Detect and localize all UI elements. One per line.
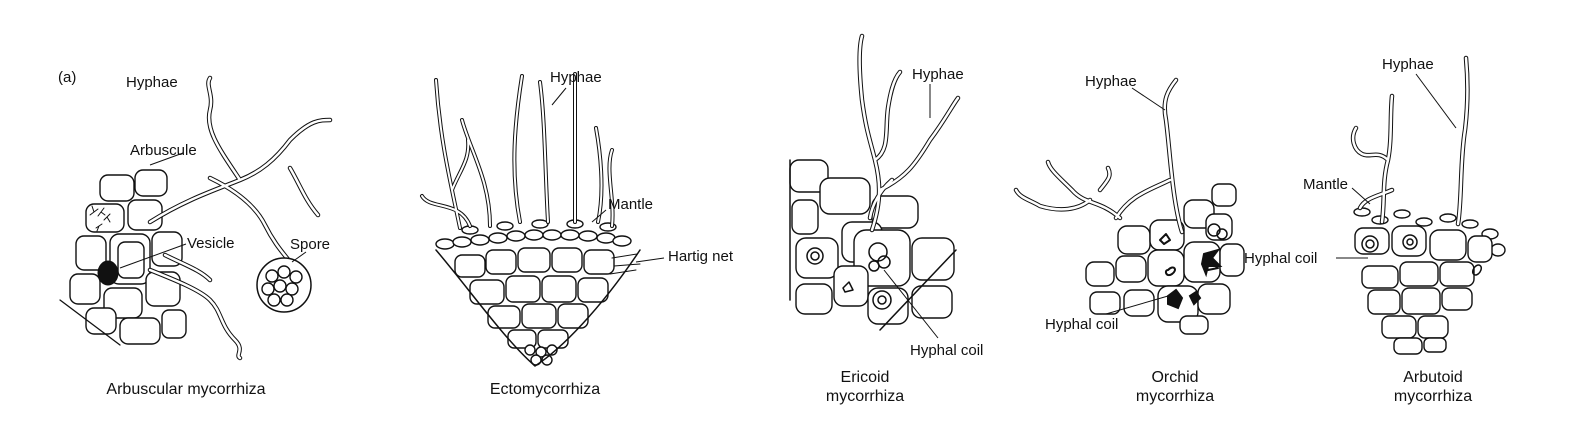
vesicle-body [97,260,119,286]
orchid-label-hyphae: Hyphae [1085,73,1137,90]
ericoid-coils [806,242,892,310]
arbutoid-root-cells [1361,261,1475,355]
arbuscular-label-arbuscule: Arbuscule [130,142,197,159]
ericoid-label-hyphae: Hyphae [912,66,964,83]
ecto-root-cells [435,247,641,367]
arbuscular-hyphae [147,75,333,361]
spore-body [256,257,312,313]
arbuscular-label-spore: Spore [290,236,331,253]
ecto-label-hyphae: Hyphae [550,69,602,86]
orchid-label-hyphal-coil: Hyphal coil [1045,316,1119,333]
arbuscular-label-hyphae: Hyphae [126,74,178,91]
orchid-hyphae [1013,77,1185,235]
ericoid-label-hyphal-coil: Hyphal coil [910,342,984,359]
ecto-label-hartig-net: Hartig net [668,248,734,265]
orchid-coils [1159,223,1228,310]
ecto-caption: Ectomycorrhiza [489,381,601,398]
arbutoid-coils [1361,234,1483,276]
ecto-mantle [435,219,632,250]
arbutoid-hyphae [1350,55,1470,227]
arbuscular-root-cells [59,169,187,346]
ecto-hyphae [420,72,615,230]
ecto-label-mantle: Mantle [608,196,654,213]
orchid-drawing [1013,77,1245,335]
ecto-drawing [420,72,665,367]
panel-label: (a) [58,69,77,86]
ericoid-drawing [789,33,961,339]
arbuscular-label-vesicle: Vesicle [187,235,235,252]
arbutoid-label-hyphae: Hyphae [1382,56,1434,73]
arbutoid-mantle [1353,207,1506,263]
arbutoid-drawing [1336,55,1506,355]
arbuscular-drawing [59,75,333,361]
orchid-root-cells [1085,183,1245,335]
arbutoid-label-mantle: Mantle [1303,176,1349,193]
ericoid-hyphae [857,33,961,233]
arbuscular-caption: Arbuscular mycorrhiza [106,381,266,398]
ericoid-root-cells [789,159,957,331]
arbutoid-label-hyphal-coil: Hyphal coil [1244,250,1318,267]
